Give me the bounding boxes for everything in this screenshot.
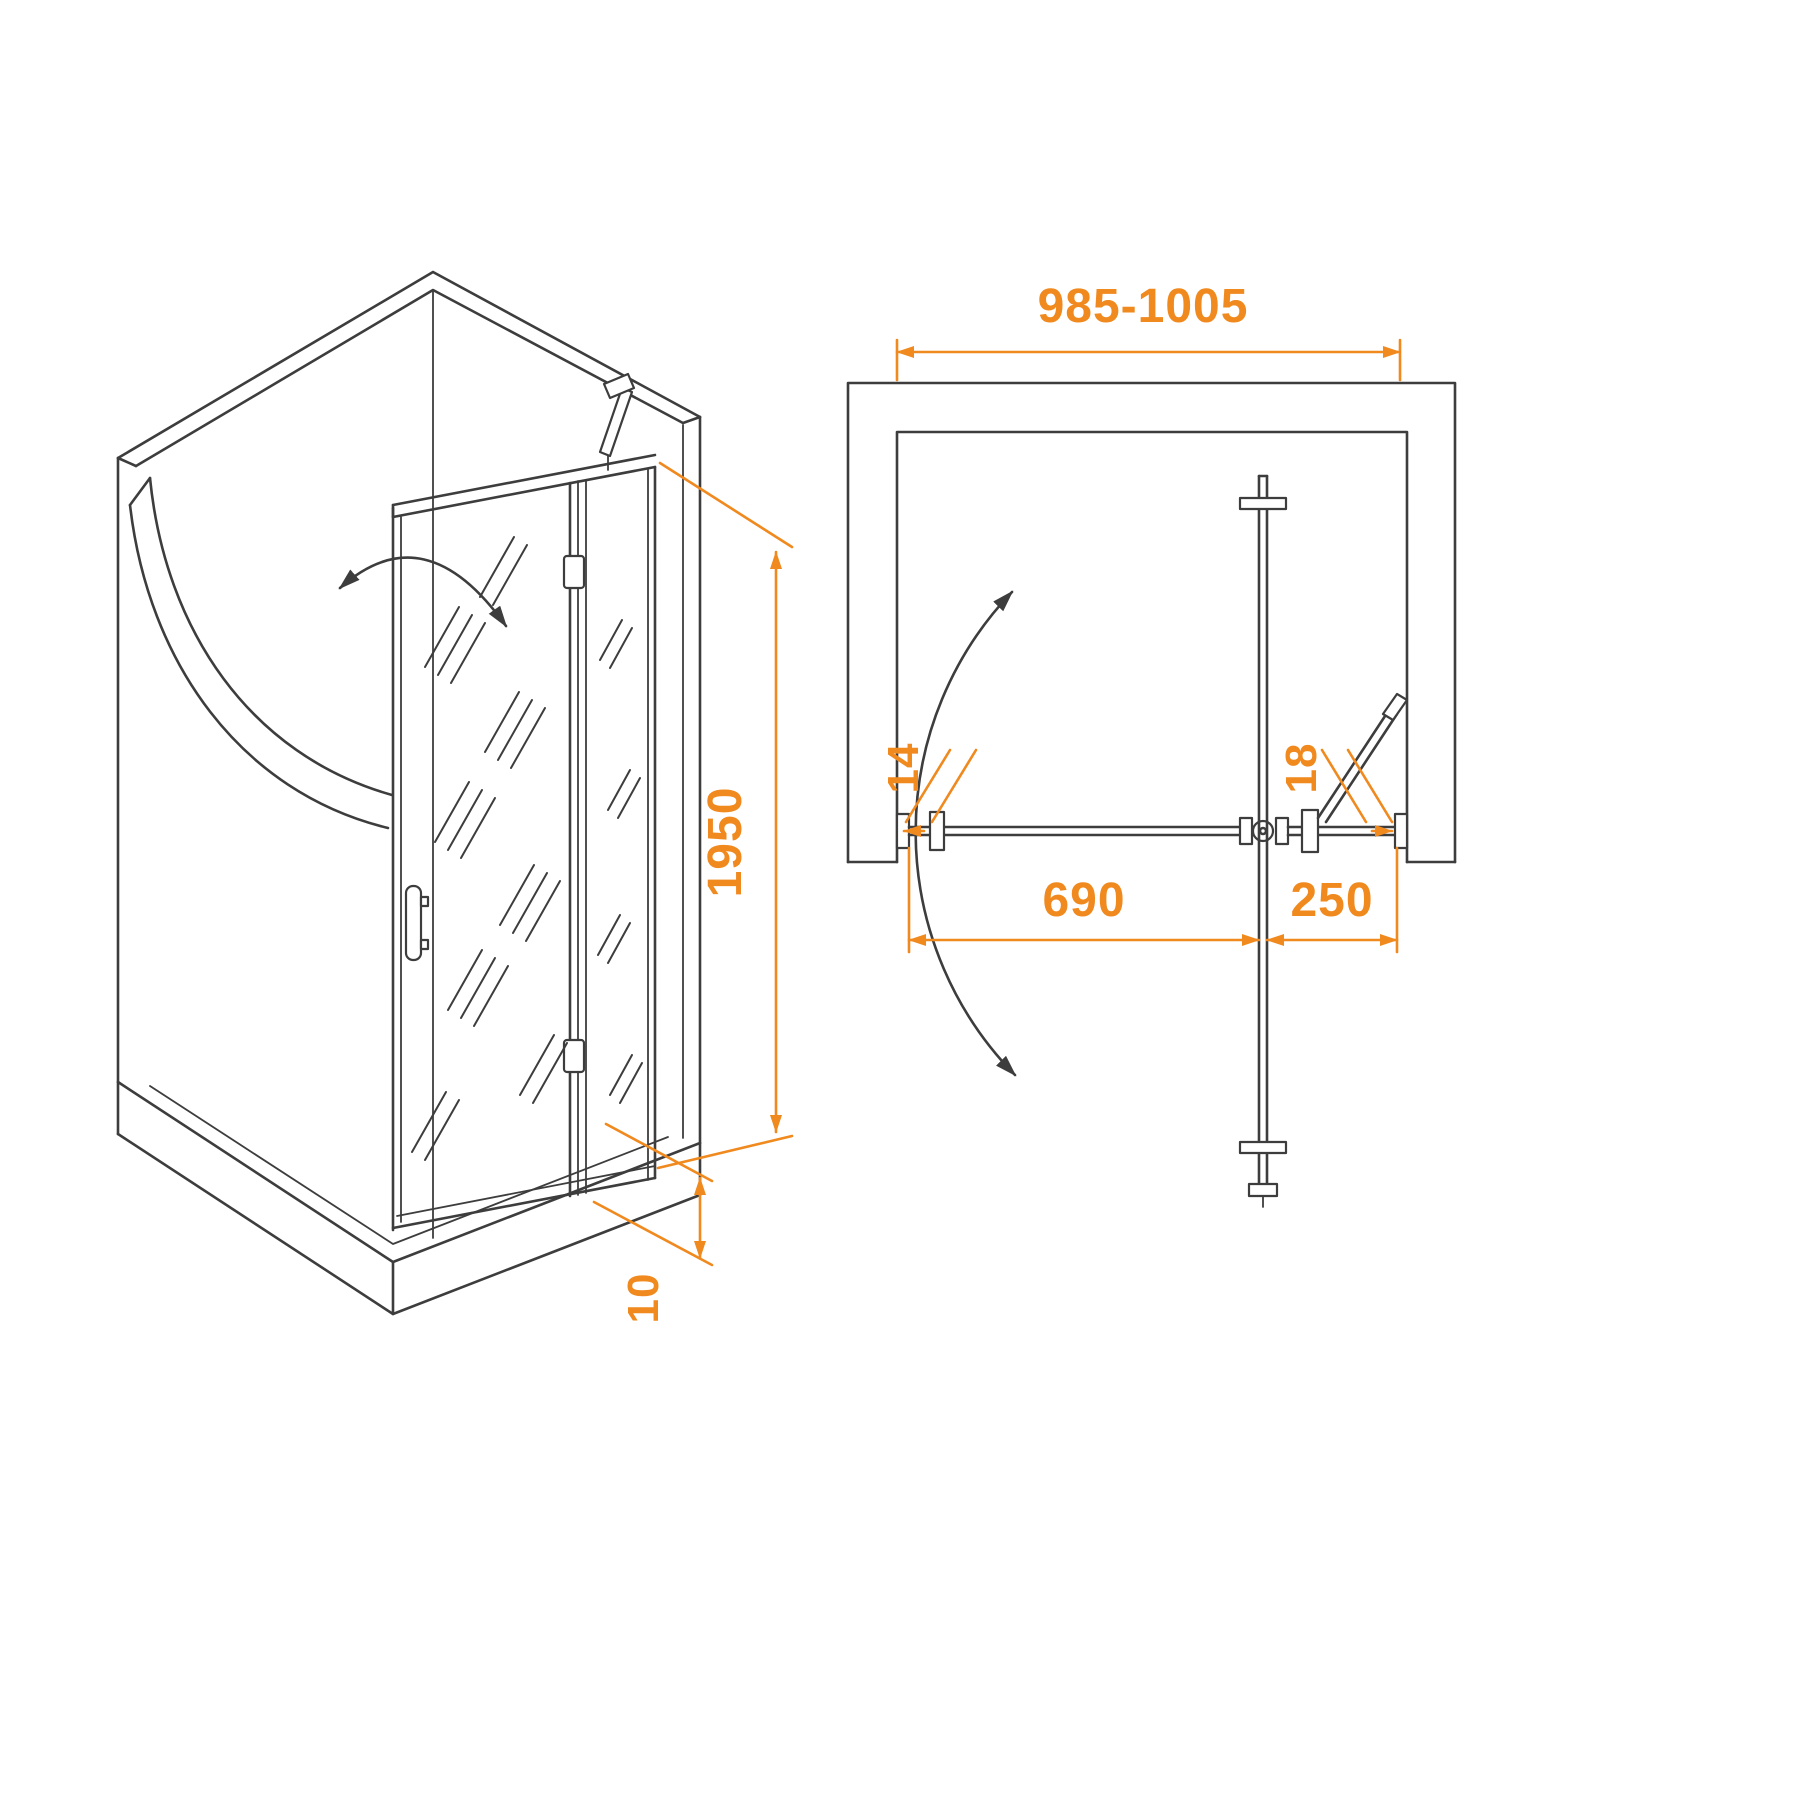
dimension-wall-profile-gap: 14: [879, 743, 978, 837]
glass-door-assembly: [391, 372, 657, 1232]
plan-glass-line: [895, 692, 1409, 854]
dimension-label-overall-width: 985-1005: [1038, 280, 1249, 333]
pivot-clamp-left: [1238, 816, 1254, 846]
dimension-fixed-panel-width: 250: [1265, 846, 1399, 954]
isometric-view: 1950 10: [116, 270, 794, 1324]
plan-walls: [846, 381, 1457, 864]
door-handle: [404, 884, 430, 962]
support-bar-section-bottom: [1238, 1140, 1288, 1155]
hinge-top: [562, 554, 586, 590]
diagonal-support-bar: [1316, 692, 1409, 824]
shower-tray: [116, 1080, 702, 1316]
door-bottom-cap: [1247, 1182, 1279, 1198]
pivot-clamp-right: [1274, 816, 1290, 846]
dimension-label-height: 1950: [699, 787, 752, 898]
dimension-panel-wall-gap: 18: [1277, 743, 1394, 837]
support-bar-section-top: [1238, 496, 1288, 511]
dimension-label-fixed-panel-width: 250: [1290, 874, 1373, 927]
glass-hatching-fixed-panel: [597, 619, 643, 1104]
glass-hatching-door: [411, 536, 568, 1161]
dimension-tray-gap: 10: [592, 1122, 714, 1324]
plan-open-door: [1238, 474, 1288, 1208]
glass-bracket-left: [928, 810, 946, 852]
dimension-label-panel-wall-gap: 18: [1277, 743, 1326, 794]
dimension-height: 1950: [656, 461, 794, 1170]
dimension-overall-width: 985-1005: [895, 280, 1402, 382]
dimension-label-door-width: 690: [1042, 874, 1125, 927]
wall-top-rim: [116, 270, 702, 468]
plan-view: 985-1005 14 18 690 250: [846, 280, 1457, 1208]
top-support-bracket: [598, 372, 636, 471]
door-swing-arrow: [338, 556, 508, 628]
dimension-label-wall-profile-gap: 14: [879, 743, 928, 794]
glass-bracket-right: [1300, 808, 1320, 854]
pivot-hinge: [1251, 819, 1275, 843]
dimension-door-width: 690: [907, 846, 1261, 954]
wall-curved-cutaway: [128, 476, 394, 830]
dimension-label-tray-gap: 10: [619, 1273, 668, 1324]
hinge-bottom: [562, 1038, 586, 1074]
wall-profile-right: [1393, 812, 1409, 850]
